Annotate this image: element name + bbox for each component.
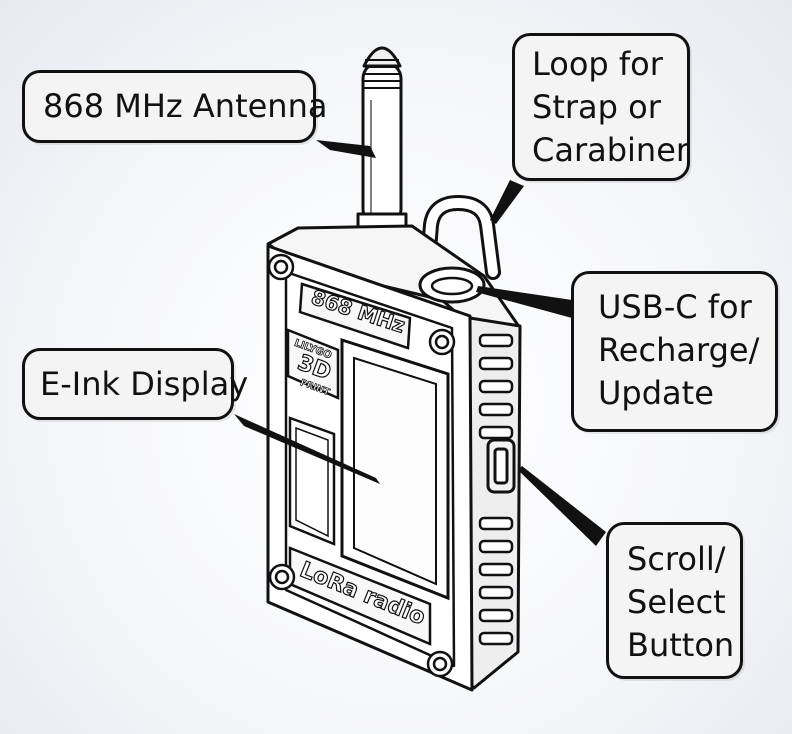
scroll-select-button bbox=[486, 438, 516, 494]
callout-button-line-1: Scroll/ bbox=[627, 540, 726, 578]
e-ink-display bbox=[340, 337, 450, 601]
usb-c-port bbox=[418, 266, 486, 304]
callout-button-line-2: Select bbox=[627, 583, 726, 621]
top-label-plate bbox=[298, 282, 412, 350]
pointer-loop bbox=[490, 180, 524, 224]
callout-usb: USB-C for Recharge/ Update bbox=[571, 271, 778, 432]
strap-loop bbox=[420, 195, 501, 280]
antenna bbox=[348, 46, 416, 250]
callout-loop-line-3: Carabiner bbox=[532, 131, 690, 169]
callout-pointers bbox=[234, 140, 606, 546]
pointer-usb bbox=[476, 286, 572, 318]
callout-loop-line-2: Strap or bbox=[532, 88, 661, 126]
side-window bbox=[288, 416, 336, 546]
pointer-antenna bbox=[316, 140, 376, 158]
callout-antenna: 868 MHz Antenna bbox=[22, 70, 328, 143]
pointer-button bbox=[518, 466, 606, 546]
logo-plate bbox=[286, 328, 340, 400]
callout-usb-line-3: Update bbox=[598, 374, 714, 412]
callout-button: Scroll/ Select Button bbox=[606, 522, 743, 679]
screws bbox=[267, 253, 456, 678]
antenna-whip bbox=[361, 60, 403, 228]
callout-usb-line-1: USB-C for bbox=[598, 288, 752, 326]
antenna-tip-cap bbox=[362, 46, 402, 68]
callout-button-line-3: Button bbox=[627, 626, 735, 664]
callout-display: E-Ink Display bbox=[22, 348, 249, 420]
pointer-display bbox=[234, 414, 380, 484]
callout-loop: Loop for Strap or Carabiner bbox=[512, 33, 690, 181]
callout-usb-line-2: Recharge/ bbox=[598, 331, 760, 369]
side-vents bbox=[478, 333, 514, 646]
callout-antenna-line-1: 868 MHz Antenna bbox=[43, 87, 328, 125]
callout-loop-line-1: Loop for bbox=[532, 45, 663, 83]
callout-display-line-1: E-Ink Display bbox=[40, 365, 249, 403]
